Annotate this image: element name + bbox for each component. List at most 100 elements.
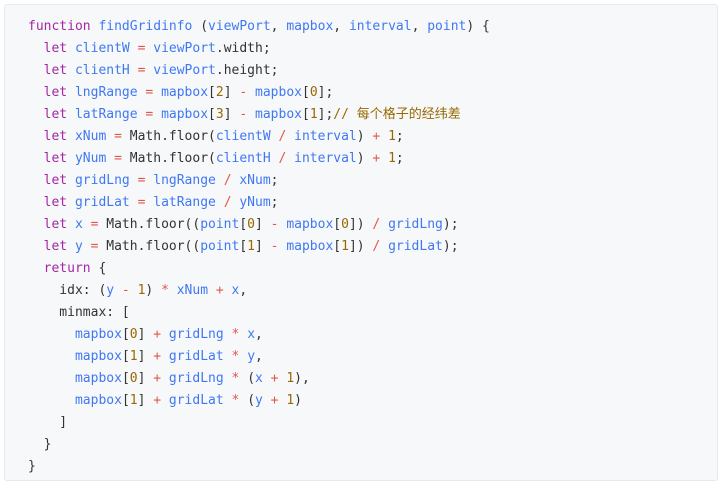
code-token: xNum xyxy=(176,283,209,298)
code-line: minmax: [ xyxy=(5,302,717,324)
code-token: ); xyxy=(442,239,459,254)
code-token: point xyxy=(200,217,240,232)
code-token: xNum xyxy=(239,173,271,188)
code-token: x xyxy=(247,327,256,342)
code-token: 1 xyxy=(129,393,138,408)
code-token: ), xyxy=(294,371,310,386)
code-line: return { xyxy=(5,258,717,280)
code-line: } xyxy=(5,456,717,478)
code-token: Math.floor(( xyxy=(106,239,201,254)
code-token: 1 xyxy=(129,349,138,364)
code-token: [ xyxy=(301,107,310,122)
code-token: mapbox xyxy=(286,239,334,254)
code-token: ] xyxy=(255,217,263,232)
code-token: Math.floor( xyxy=(129,129,216,144)
code-token: ] xyxy=(255,239,263,254)
code-line: let xNum = Math.floor(clientW / interval… xyxy=(5,126,717,148)
code-token: ] xyxy=(223,85,232,100)
code-token: , xyxy=(270,19,287,34)
code-token: mapbox xyxy=(255,85,302,100)
code-token: latRange xyxy=(153,195,216,210)
code-token: 1 xyxy=(286,371,295,386)
code-token: 1 xyxy=(286,393,295,408)
code-token: = xyxy=(129,41,154,56)
code-token: = xyxy=(137,85,162,100)
code-token: .width; xyxy=(215,41,271,56)
code-token: point xyxy=(427,19,467,34)
code-token: gridLat xyxy=(388,239,443,254)
code-token xyxy=(28,63,44,78)
code-token: = xyxy=(129,195,154,210)
code-token: [ xyxy=(121,371,130,386)
code-token: x xyxy=(74,217,83,232)
code-token: / xyxy=(364,239,389,254)
code-token: 1 xyxy=(388,129,396,144)
code-token: + xyxy=(145,327,169,342)
code-token: } xyxy=(28,437,52,452)
code-token: ; xyxy=(395,129,404,144)
code-line: } xyxy=(5,434,717,456)
code-token: { xyxy=(90,261,107,276)
code-token: 1 xyxy=(309,107,318,122)
code-token: viewPort xyxy=(153,63,216,78)
code-token: 0 xyxy=(341,217,349,232)
code-token: mapbox xyxy=(74,393,122,408)
code-token: ] xyxy=(223,107,232,122)
code-token: [ xyxy=(208,107,216,122)
code-line: mapbox[1] + gridLat * y, xyxy=(5,346,717,368)
code-token: - xyxy=(231,85,256,100)
code-token: ]; xyxy=(317,85,334,100)
code-token: , xyxy=(239,283,248,298)
code-token: clientW xyxy=(74,41,130,56)
code-token: + xyxy=(145,349,169,364)
code-line: let gridLat = latRange / yNum; xyxy=(5,192,717,214)
code-line: function findGridinfo (viewPort, mapbox,… xyxy=(5,16,717,38)
code-token: mapbox xyxy=(161,107,209,122)
code-token: * xyxy=(223,393,248,408)
code-token: findGridinfo xyxy=(98,19,193,34)
code-listing: function findGridinfo (viewPort, mapbox,… xyxy=(5,16,717,478)
code-token xyxy=(28,349,75,364)
code-token: 0 xyxy=(129,371,138,386)
code-token: mapbox xyxy=(286,19,334,34)
code-token: gridLng xyxy=(168,327,224,342)
code-token: [ xyxy=(333,239,342,254)
code-token: mapbox xyxy=(74,371,122,386)
code-token: y xyxy=(255,393,263,408)
code-token: 1 xyxy=(247,239,255,254)
code-token: let xyxy=(43,217,75,232)
code-line: mapbox[1] + gridLat * (y + 1) xyxy=(5,390,717,412)
code-token xyxy=(28,393,75,408)
code-token xyxy=(28,85,44,100)
code-token: lngRange xyxy=(153,173,216,188)
code-token: ]; xyxy=(317,107,334,122)
code-token: 0 xyxy=(129,327,138,342)
code-token: idx: ( xyxy=(28,283,107,298)
code-token: interval xyxy=(294,129,357,144)
code-token: + xyxy=(262,371,287,386)
code-token: / xyxy=(215,195,240,210)
code-token: = xyxy=(137,107,162,122)
code-token: 1 xyxy=(388,151,396,166)
code-token: mapbox xyxy=(74,327,122,342)
code-token: clientH xyxy=(215,151,271,166)
code-line: mapbox[0] + gridLng * x, xyxy=(5,324,717,346)
code-token: , xyxy=(333,19,349,34)
code-token: ]) xyxy=(348,239,365,254)
code-token: + xyxy=(262,393,287,408)
code-token: [ xyxy=(239,239,248,254)
code-token xyxy=(28,41,44,56)
code-token xyxy=(28,107,44,122)
code-token xyxy=(28,195,44,210)
code-token: mapbox xyxy=(74,349,122,364)
code-token: mapbox xyxy=(255,107,302,122)
code-token: ; xyxy=(395,151,404,166)
code-token: mapbox xyxy=(286,217,334,232)
code-token: gridLat xyxy=(168,393,224,408)
code-token: 1 xyxy=(341,239,349,254)
code-token: - xyxy=(231,107,256,122)
code-line: let clientW = viewPort.width; xyxy=(5,38,717,60)
code-token: let xyxy=(43,129,75,144)
code-token xyxy=(28,371,75,386)
code-token: 0 xyxy=(247,217,255,232)
